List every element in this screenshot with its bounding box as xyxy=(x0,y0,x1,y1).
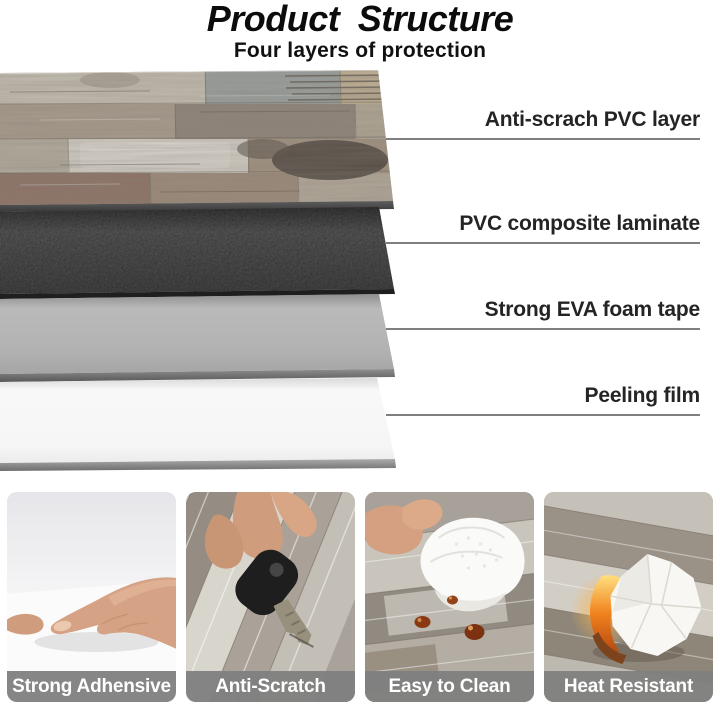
feature-card-anti-scratch: Anti-Scratch xyxy=(186,492,355,702)
foam-layer-edge xyxy=(0,369,395,382)
feature-card-easy-to-clean: Easy to Clean xyxy=(365,492,534,702)
feature-label-heat-resistant: Heat Resistant xyxy=(544,671,713,702)
page-subtitle: Four layers of protection xyxy=(233,39,487,62)
feature-card-heat-resistant: Heat Resistant xyxy=(544,492,713,702)
feature-label-anti-scratch: Anti-Scratch xyxy=(186,671,355,702)
callout-line-1 xyxy=(386,138,700,140)
layer-label-composite: PVC composite laminate xyxy=(459,212,700,235)
layer-stack-illustration xyxy=(0,70,396,471)
wood-layer-face xyxy=(0,70,393,205)
feature-cards: Strong Adhensive xyxy=(0,492,720,702)
film-layer-face xyxy=(0,378,395,463)
film-layer-edge xyxy=(0,459,396,471)
page-title: Product Structure xyxy=(206,0,514,39)
callout-line-2 xyxy=(386,242,700,244)
callout-line-4 xyxy=(386,414,700,416)
layer-label-foam-tape: Strong EVA foam tape xyxy=(484,298,701,321)
burning-tissue-icon xyxy=(544,492,713,702)
layer-diagram: Anti-scrach PVC layer PVC composite lami… xyxy=(0,70,701,471)
key-scratching-icon xyxy=(186,492,355,702)
feature-label-easy-to-clean: Easy to Clean xyxy=(365,671,534,702)
callout-line-3 xyxy=(386,328,700,330)
feature-card-strong-adhesive: Strong Adhensive xyxy=(7,492,176,702)
foam-layer-face xyxy=(0,294,394,374)
layer-label-anti-scratch: Anti-scrach PVC layer xyxy=(484,108,700,131)
feature-label-strong-adhesive: Strong Adhensive xyxy=(7,671,176,702)
layer-label-peeling-film: Peeling film xyxy=(584,384,701,407)
header: Product Structure Four layers of protect… xyxy=(0,0,720,63)
dark-layer-edge xyxy=(0,289,395,299)
